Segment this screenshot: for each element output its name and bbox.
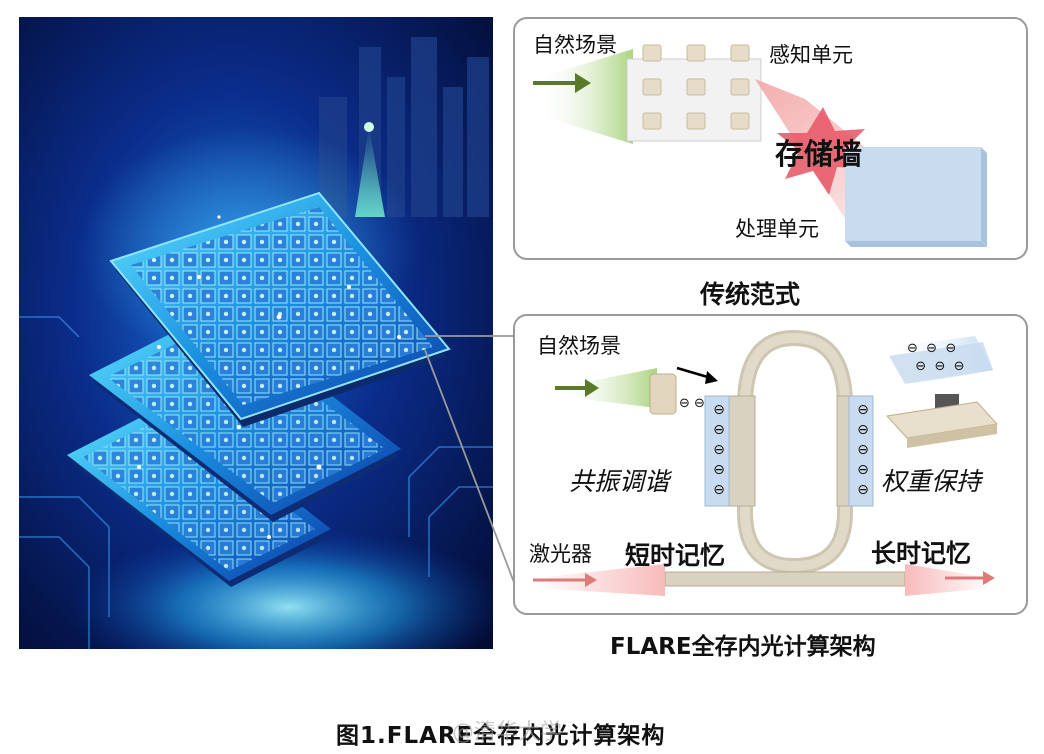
charge-symbols-left: ⊖ ⊖ ⊖ ⊖ ⊖ [711, 400, 727, 500]
charge-icon: ⊖ [945, 341, 957, 356]
charge-symbols-input: ⊖ ⊖ [679, 396, 705, 411]
sensing-unit-array [626, 44, 762, 142]
charge-icon: ⊖ [926, 341, 938, 356]
charge-icon: ⊖ [713, 442, 725, 458]
flare-architecture-panel: ⊖ ⊖ ⊖ ⊖ ⊖ ⊖ ⊖ ⊖ ⊖ ⊖ ⊖ ⊖ ⊖ ⊖ ⊖ ⊖ ⊖ ⊖ 自然场景… [513, 314, 1028, 615]
charge-icon: ⊖ [857, 482, 869, 498]
charge-icon: ⊖ [915, 359, 927, 374]
flare-scene-arrow [555, 379, 599, 397]
charge-icon: ⊖ [694, 396, 705, 411]
flare-graphic [533, 329, 998, 596]
charge-icon: ⊖ [713, 422, 725, 438]
charge-icon: ⊖ [953, 359, 965, 374]
chip-layer-bottom [67, 403, 331, 587]
processing-unit-block [845, 147, 987, 247]
charge-icon: ⊖ [679, 396, 690, 411]
resonator-ring [737, 329, 853, 575]
coupling-arrow [676, 366, 718, 384]
charge-icon: ⊖ [713, 482, 725, 498]
charge-icon: ⊖ [713, 402, 725, 418]
memory-wall-star [777, 107, 867, 195]
chip-layer-top [109, 191, 451, 427]
resonance-tuning-label: 共振调谐 [569, 467, 670, 496]
long-term-memory-label: 长时记忆 [871, 539, 972, 568]
traditional-natural-scene-label: 自然场景 [533, 33, 617, 57]
charge-icon: ⊖ [907, 341, 918, 356]
processing-unit-label: 处理单元 [735, 217, 819, 241]
charge-symbols-right: ⊖ ⊖ ⊖ ⊖ ⊖ [855, 400, 871, 500]
flare-natural-scene-label: 自然场景 [537, 334, 621, 358]
charge-symbols-plate: ⊖ ⊖ ⊖ ⊖ ⊖ ⊖ [907, 340, 987, 376]
chip-stack-art [19, 17, 493, 649]
sensing-unit-label: 感知单元 [769, 43, 853, 67]
weight-holding-label: 权重保持 [881, 467, 982, 496]
traditional-paradigm-caption: 传统范式 [700, 280, 801, 309]
short-term-memory-label: 短时记忆 [625, 541, 726, 570]
laser-label: 激光器 [529, 542, 592, 566]
watermark: @清华大学 [452, 720, 563, 745]
charge-icon: ⊖ [857, 422, 869, 438]
memory-wall-label: 存储墙 [775, 137, 863, 171]
laser-input-arrow [533, 573, 597, 587]
chip-stack-illustration [19, 17, 493, 649]
charge-icon: ⊖ [857, 402, 869, 418]
charge-icon: ⊖ [713, 462, 725, 478]
flare-caption: FLARE全存内光计算架构 [610, 634, 876, 660]
traditional-graphic [533, 44, 987, 247]
laser-output-arrow [945, 571, 995, 585]
figure-caption: 图1.FLARE全存内光计算架构 [336, 723, 666, 749]
traditional-paradigm-panel: 自然场景 感知单元 存储墙 处理单元 [513, 17, 1028, 260]
charge-icon: ⊖ [857, 462, 869, 478]
charge-icon: ⊖ [934, 359, 946, 374]
charge-icon: ⊖ [857, 442, 869, 458]
input-block [649, 373, 677, 415]
scene-arrow [533, 73, 591, 93]
